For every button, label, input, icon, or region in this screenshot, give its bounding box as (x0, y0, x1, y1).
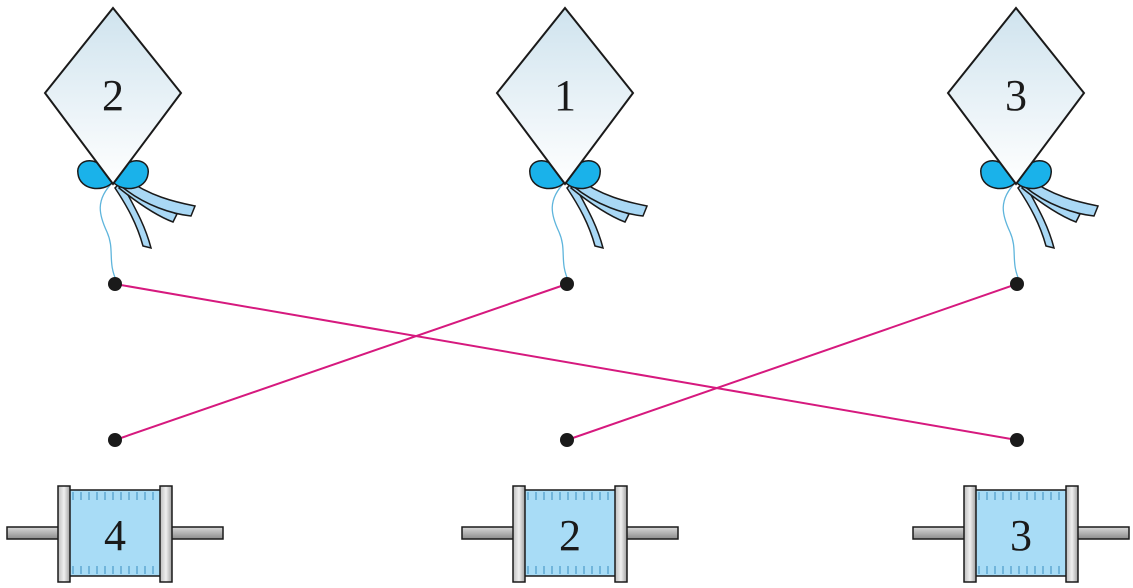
spool-1-left-flange-icon (57, 485, 71, 583)
spool-3: 3 (912, 485, 1130, 583)
kite-1-dot[interactable] (108, 277, 122, 291)
spool-2-thread-icon (522, 489, 618, 577)
spool-2: 2 (461, 485, 679, 583)
kite-2-dot[interactable] (560, 277, 574, 291)
kite-1: 2 (43, 6, 197, 283)
kite-2: 1 (495, 6, 649, 283)
kite-1-body-icon (43, 6, 183, 186)
spool-3-dot[interactable] (1010, 433, 1024, 447)
kite-2-string-icon (551, 181, 570, 283)
spool-2-left-flange-icon (512, 485, 526, 583)
kite-1-string-icon (99, 181, 118, 283)
spool-3-left-flange-icon (963, 485, 977, 583)
match-line-kite-1-to-spool-3 (114, 283, 1018, 441)
spool-2-dot[interactable] (560, 433, 574, 447)
kite-2-number: 1 (554, 71, 576, 120)
kite-3-body-icon (946, 6, 1086, 186)
spool-2-number: 2 (559, 511, 581, 560)
spool-2-thread-ticks (527, 492, 609, 574)
kite-3: 3 (946, 6, 1100, 283)
spool-1-dot[interactable] (108, 433, 122, 447)
spool-3-thread-ticks (978, 492, 1060, 574)
kite-3-bow-icon (980, 160, 1052, 190)
spool-1-right-flange-icon (159, 485, 173, 583)
spool-1: 4 (6, 485, 224, 583)
match-line-kite-3-to-spool-2 (566, 283, 1018, 441)
spool-1-thread-icon (67, 489, 163, 577)
match-lines (114, 283, 1018, 441)
spool-1-thread-ticks (72, 492, 154, 574)
kite-3-ribbon-icon (1017, 176, 1100, 250)
kite-3-number: 3 (1005, 71, 1027, 120)
kite-1-ribbon-icon (114, 176, 197, 250)
kite-3-string-icon (1002, 181, 1021, 283)
spool-3-right-flange-icon (1065, 485, 1079, 583)
spool-2-right-flange-icon (614, 485, 628, 583)
kite-2-ribbon-icon (566, 176, 649, 250)
match-line-kite-2-to-spool-1 (114, 283, 568, 441)
kite-3-dot[interactable] (1010, 277, 1024, 291)
kite-2-body-icon (495, 6, 635, 186)
kite-1-number: 2 (102, 71, 124, 120)
spool-3-number: 3 (1010, 511, 1032, 560)
spool-1-number: 4 (104, 511, 126, 560)
